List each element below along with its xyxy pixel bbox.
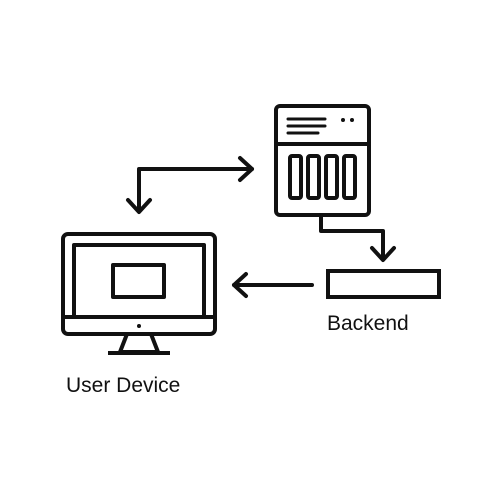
server-to-backend-arrow-icon bbox=[319, 213, 396, 262]
backend-label: Backend bbox=[327, 312, 409, 335]
monitor-icon bbox=[61, 232, 217, 355]
user-device-label: User Device bbox=[66, 374, 181, 397]
backend-bar-icon bbox=[326, 269, 441, 299]
backend-to-device-arrow-icon bbox=[232, 272, 314, 298]
sync-arrow-icon bbox=[126, 156, 254, 214]
server-icon bbox=[274, 104, 371, 217]
